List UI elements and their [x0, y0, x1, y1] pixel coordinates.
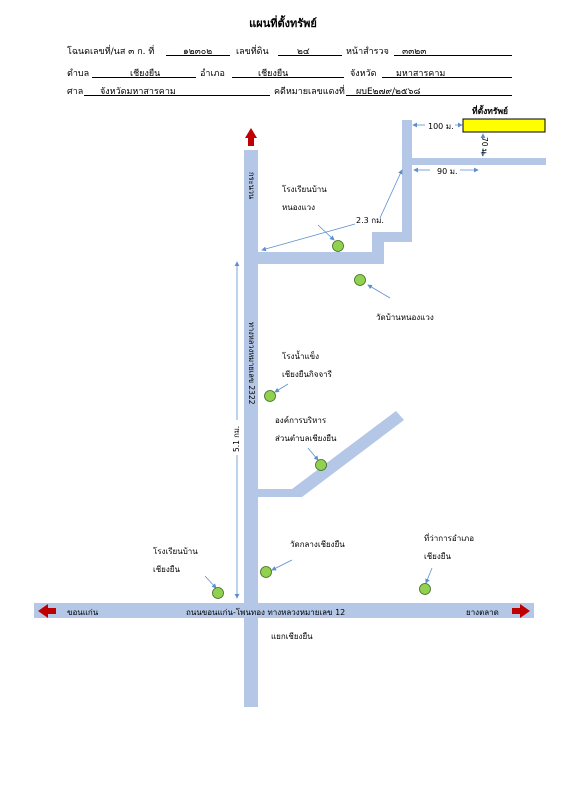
- temple-klang-label: วัดกลางเชียงยืน: [290, 540, 345, 549]
- property-marker: [462, 118, 546, 133]
- case-label: คดีหมายเลขแดงที่: [274, 87, 345, 97]
- deed-label: โฉนดเลขที่/นส ๓ ก. ที่: [67, 47, 155, 57]
- north-arrow-icon: [245, 128, 257, 146]
- underline: [346, 95, 512, 96]
- direction-arrows: [38, 128, 530, 618]
- property-road: [412, 158, 546, 165]
- junction-label: แยกเชียงยืน: [271, 632, 313, 641]
- ice-factory-marker: [264, 390, 276, 402]
- underline: [394, 55, 512, 56]
- pointer-sao: [307, 447, 319, 461]
- survey-label: หน้าสำรวจ: [346, 47, 389, 57]
- east-destination-label: ยางตลาด: [466, 608, 499, 617]
- pointer-temple-klang: [271, 559, 293, 571]
- distance-70m: 70 ม.: [480, 137, 489, 157]
- temple-nongwaeng-label: วัดบ้านหนองแวง: [376, 313, 434, 322]
- landmarks: [212, 240, 431, 599]
- underline: [382, 77, 512, 78]
- pointer-district-office: [425, 567, 433, 584]
- land-no-value: ๒๔: [297, 47, 310, 57]
- highway-2322-label: ทางหลวงหมายเลข 2322: [247, 322, 256, 405]
- page-title: แผนที่ตั้งทรัพย์: [249, 17, 317, 30]
- west-destination-label: ขอนแก่น: [67, 608, 99, 617]
- underline: [166, 55, 230, 56]
- main-road-label: ถนนขอนแก่น-โพนทอง ทางหลวงหมายเลข 12: [186, 608, 346, 617]
- ice-factory-label: โรงน้ำแข็งเชียงยืนกิจจารี: [282, 352, 332, 379]
- court-value: จังหวัดมหาสารคาม: [100, 87, 176, 97]
- pointer-school-chiangyuen: [204, 575, 217, 589]
- distance-90m: 90 ม.: [437, 167, 458, 176]
- temple-klang-marker: [260, 566, 272, 578]
- dim-23km-down: [261, 223, 356, 252]
- land-no-label: เลขที่ดิน: [236, 47, 269, 57]
- pointer-temple-nongwaeng: [367, 284, 391, 299]
- case-value: ผบE๒๗๙/๒๕๖๘: [356, 87, 421, 97]
- distance-5-1km: 5.1 กม.: [232, 425, 241, 452]
- distance-100m: 100 ม.: [428, 122, 454, 131]
- main-road-12: [34, 603, 534, 618]
- pointer-ice-factory: [274, 383, 289, 393]
- deed-value: ๑๒๓๐๒: [183, 47, 213, 57]
- roads: [34, 120, 546, 707]
- province-value: มหาสารคาม: [396, 69, 446, 79]
- highway-2322-road: [244, 150, 258, 707]
- sao-label: องค์การบริหารส่วนตำบลเชียงยืน: [275, 416, 337, 443]
- subdistrict-label: ตำบล: [67, 69, 90, 79]
- school-nongwaeng-marker: [332, 240, 344, 252]
- dim-23km-up: [379, 169, 403, 219]
- north-road-label: กระนวน: [247, 172, 256, 200]
- branch-road-mid: [372, 232, 412, 242]
- west-arrow-icon: [38, 604, 56, 618]
- district-label: อำเภอ: [200, 69, 225, 79]
- property-label: ที่ตั้งทรัพย์: [472, 107, 509, 117]
- school-chiangyuen-label: โรงเรียนบ้านเชียงยืน: [153, 547, 198, 574]
- district-value: เชียงยืน: [258, 69, 289, 79]
- branch-road-north: [402, 120, 412, 242]
- underline: [278, 55, 342, 56]
- branch-road-nongwaeng: [258, 252, 380, 264]
- sao-diagonal-road: [258, 411, 404, 497]
- east-arrow-icon: [512, 604, 530, 618]
- temple-nongwaeng-marker: [354, 274, 366, 286]
- court-label: ศาล: [67, 87, 84, 97]
- subdistrict-value: เชียงยืน: [130, 69, 161, 79]
- underline: [92, 77, 196, 78]
- school-chiangyuen-marker: [212, 587, 224, 599]
- underline: [84, 95, 270, 96]
- pointer-school-nongwaeng: [317, 224, 335, 241]
- underline: [232, 77, 344, 78]
- dimension-lines: [204, 122, 486, 599]
- district-office-label: ที่ว่าการอำเภอเชียงยืน: [424, 534, 474, 561]
- district-office-marker: [419, 583, 431, 595]
- distance-2-3km: 2.3 กม.: [356, 216, 384, 225]
- survey-value: ๓๓๒๓: [402, 47, 427, 57]
- province-label: จังหวัด: [350, 69, 377, 79]
- school-nongwaeng-label: โรงเรียนบ้านหนองแวง: [282, 185, 327, 212]
- sao-marker: [315, 459, 327, 471]
